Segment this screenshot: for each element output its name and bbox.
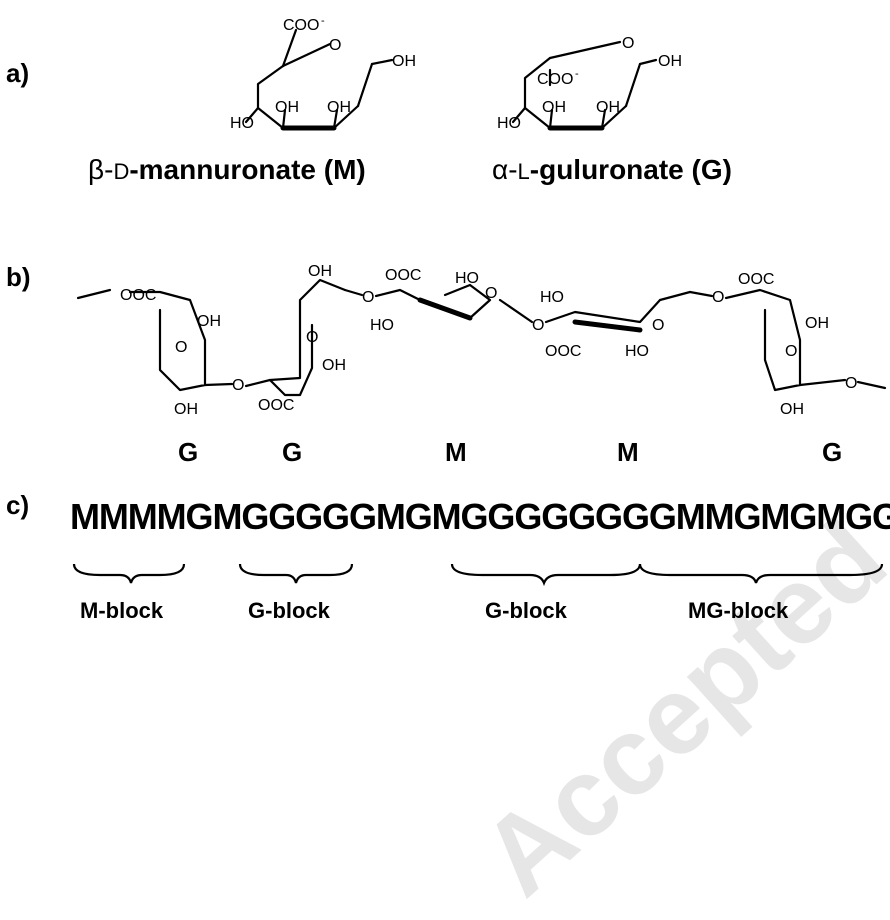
chain-link-oxygen-2: O: [362, 289, 374, 306]
chain-m1-carboxyl: OOC: [385, 267, 421, 284]
brace-m-block: [72, 563, 186, 584]
chain-g1-carboxyl: OOC: [120, 287, 156, 304]
mannuronate-coo-charge: -: [321, 15, 325, 27]
chain-g3-ring-oxygen: O: [785, 343, 797, 360]
chain-g1-oh: OH: [197, 313, 221, 330]
panel-label-a: a): [6, 58, 30, 88]
guluronate-prefix: α-: [492, 154, 518, 185]
guluronate-oh-1: OH: [658, 53, 682, 70]
guluronate-label: -guluronate (G): [529, 154, 732, 185]
guluronate-oh-2: OH: [596, 99, 620, 116]
brace-g-block-1: [238, 563, 354, 584]
block-label: MG-block: [688, 598, 789, 623]
chain-link-oxygen-1: O: [232, 377, 244, 394]
chain-g1-oh-bottom: OH: [174, 401, 198, 418]
chain-m1-ho-2: HO: [370, 317, 394, 334]
chain-unit-label: G: [178, 437, 199, 467]
guluronate-name: α-L-guluronate (G): [492, 154, 732, 186]
mannuronate-ring-oxygen: O: [329, 37, 341, 54]
chain-m2-ho-2: HO: [625, 343, 649, 360]
chain-unit-label: G: [822, 437, 843, 467]
chain-g1-ring-oxygen: O: [175, 339, 187, 356]
block-label: M-block: [80, 598, 164, 623]
guluronate-oh-3: OH: [542, 99, 566, 116]
chain-m1-ho: HO: [455, 270, 479, 287]
chain-g2-oh: OH: [308, 263, 332, 280]
chain-link-oxygen-4: O: [712, 289, 724, 306]
panel-label-c: c): [6, 490, 30, 520]
chain-m2-ring-oxygen: O: [652, 317, 664, 334]
chain-link-oxygen-5: O: [845, 375, 857, 392]
mannuronate-prefix: β-: [88, 154, 114, 185]
chain-g3-carboxyl: OOC: [738, 271, 774, 288]
mannuronate-oh-3: OH: [275, 99, 299, 116]
chain-g3-oh-bottom: OH: [780, 401, 804, 418]
chain-m2-carboxyl: OOC: [545, 343, 581, 360]
block-sequence: MMMMGMGGGGGMGMGGGGGGGGMMGMGMGGM: [70, 496, 890, 537]
brace-g-block-2: [450, 563, 642, 587]
alginate-chain: OOC OH O OH O OH O OH OOC O OOC HO O HO …: [76, 263, 887, 418]
guluronate-coo-label: COO: [537, 71, 573, 88]
mannuronate-oh-1: OH: [392, 53, 416, 70]
block-label: G-block: [248, 598, 330, 623]
mannuronate-name: β-D-mannuronate (M): [88, 154, 366, 186]
block-label: G-block: [485, 598, 567, 623]
mannuronate-ho-4: HO: [230, 115, 254, 132]
guluronate-config: L: [517, 159, 530, 184]
mannuronate-config: D: [113, 159, 130, 184]
guluronate-coo-charge: -: [575, 68, 579, 80]
guluronate-ring-oxygen: O: [622, 35, 634, 52]
chain-link-oxygen-3: O: [532, 317, 544, 334]
guluronate-ring: COO - O OH HO OH OH: [497, 35, 682, 132]
monomer-structures: COO - O OH HO OH OH COO - O OH HO OH OH …: [76, 15, 887, 418]
chain-g2-ring-oxygen: O: [306, 329, 318, 346]
chain-unit-label: M: [617, 437, 639, 467]
brace-mg-block: [638, 563, 884, 584]
guluronate-ho-4: HO: [497, 115, 521, 132]
mannuronate-oh-2: OH: [327, 99, 351, 116]
chain-g2-carboxyl: OOC: [258, 397, 294, 414]
chain-unit-label: G: [282, 437, 303, 467]
mannuronate-ring: COO - O OH HO OH OH: [230, 15, 416, 132]
mannuronate-label: -mannuronate (M): [129, 154, 366, 185]
chain-g2-oh-2: OH: [322, 357, 346, 374]
chain-m1-ring-oxygen: O: [485, 285, 497, 302]
chain-m2-ho: HO: [540, 289, 564, 306]
chain-g3-oh: OH: [805, 315, 829, 332]
block-braces: [72, 563, 884, 587]
panel-label-b: b): [6, 262, 31, 292]
chain-unit-label: M: [445, 437, 467, 467]
mannuronate-coo-label: COO: [283, 17, 319, 34]
